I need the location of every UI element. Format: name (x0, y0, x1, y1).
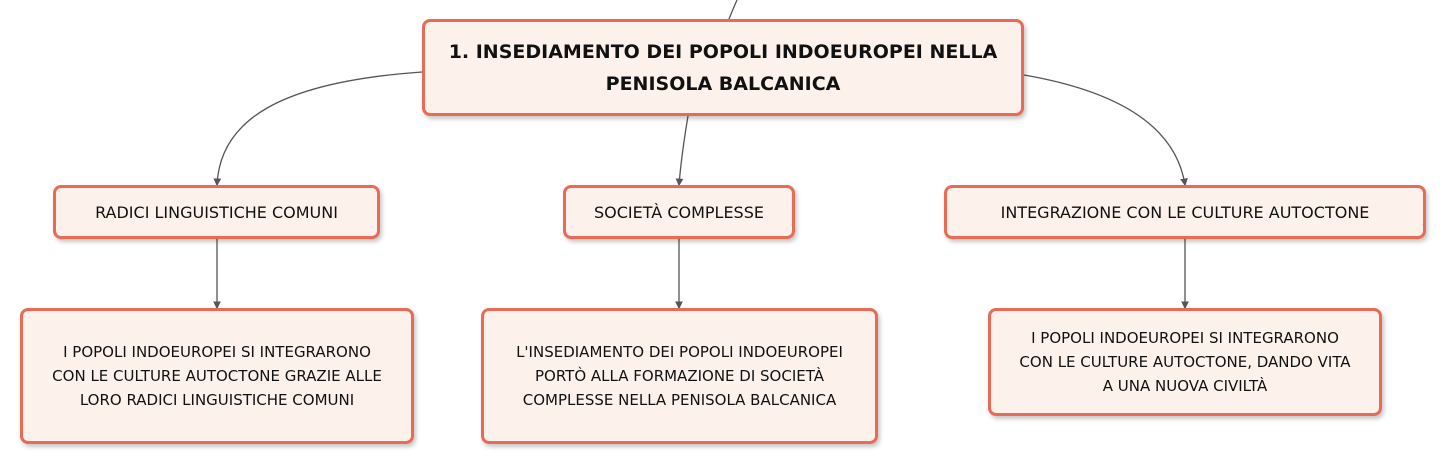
leaf-line: PORTÒ ALLA FORMAZIONE DI SOCIETÀ (534, 367, 824, 385)
leaf-line: I POPOLI INDOEUROPEI SI INTEGRARONO (1031, 329, 1339, 347)
branch-label: INTEGRAZIONE CON LE CULTURE AUTOCTONE (1000, 202, 1370, 222)
leaf-integrazione-culture-detail[interactable]: I POPOLI INDOEUROPEI SI INTEGRARONO CON … (988, 308, 1382, 416)
leaf-radici-linguistiche-detail[interactable]: I POPOLI INDOEUROPEI SI INTEGRARONO CON … (20, 308, 414, 444)
root-topic-line-2: PENISOLA BALCANICA (605, 72, 841, 95)
branch-societa-complesse[interactable]: SOCIETÀ COMPLESSE (563, 185, 795, 239)
leaf-text: L'INSEDIAMENTO DEI POPOLI INDOEUROPEI PO… (516, 340, 843, 412)
leaf-line: CON LE CULTURE AUTOCTONE GRAZIE ALLE (52, 367, 382, 385)
connector-root-to-branch-2 (675, 115, 689, 187)
leaf-text: I POPOLI INDOEUROPEI SI INTEGRARONO CON … (52, 340, 382, 412)
connector-root-to-branch-1 (213, 71, 423, 187)
leaf-line: LORO RADICI LINGUISTICHE COMUNI (79, 391, 355, 409)
root-topic[interactable]: 1. INSEDIAMENTO DEI POPOLI INDOEUROPEI N… (422, 19, 1024, 116)
leaf-line: I POPOLI INDOEUROPEI SI INTEGRARONO (63, 343, 371, 361)
leaf-line: CON LE CULTURE AUTOCTONE, DANDO VITA (1019, 353, 1351, 371)
branch-label: RADICI LINGUISTICHE COMUNI (95, 202, 338, 222)
branch-label: SOCIETÀ COMPLESSE (594, 202, 764, 222)
branch-integrazione-culture[interactable]: INTEGRAZIONE CON LE CULTURE AUTOCTONE (944, 185, 1426, 239)
connector-parent (728, 0, 738, 20)
leaf-line: COMPLESSE NELLA PENISOLA BALCANICA (522, 391, 837, 409)
leaf-line: L'INSEDIAMENTO DEI POPOLI INDOEUROPEI (516, 343, 843, 361)
root-topic-line-1: 1. INSEDIAMENTO DEI POPOLI INDOEUROPEI N… (448, 40, 998, 63)
leaf-societa-complesse-detail[interactable]: L'INSEDIAMENTO DEI POPOLI INDOEUROPEI PO… (481, 308, 878, 444)
connector-root-to-branch-3 (1023, 74, 1188, 187)
branch-radici-linguistiche[interactable]: RADICI LINGUISTICHE COMUNI (53, 185, 380, 239)
leaf-line: A UNA NUOVA CIVILTÀ (1102, 377, 1268, 395)
root-topic-text: 1. INSEDIAMENTO DEI POPOLI INDOEUROPEI N… (449, 36, 998, 100)
leaf-text: I POPOLI INDOEUROPEI SI INTEGRARONO CON … (1019, 326, 1350, 398)
